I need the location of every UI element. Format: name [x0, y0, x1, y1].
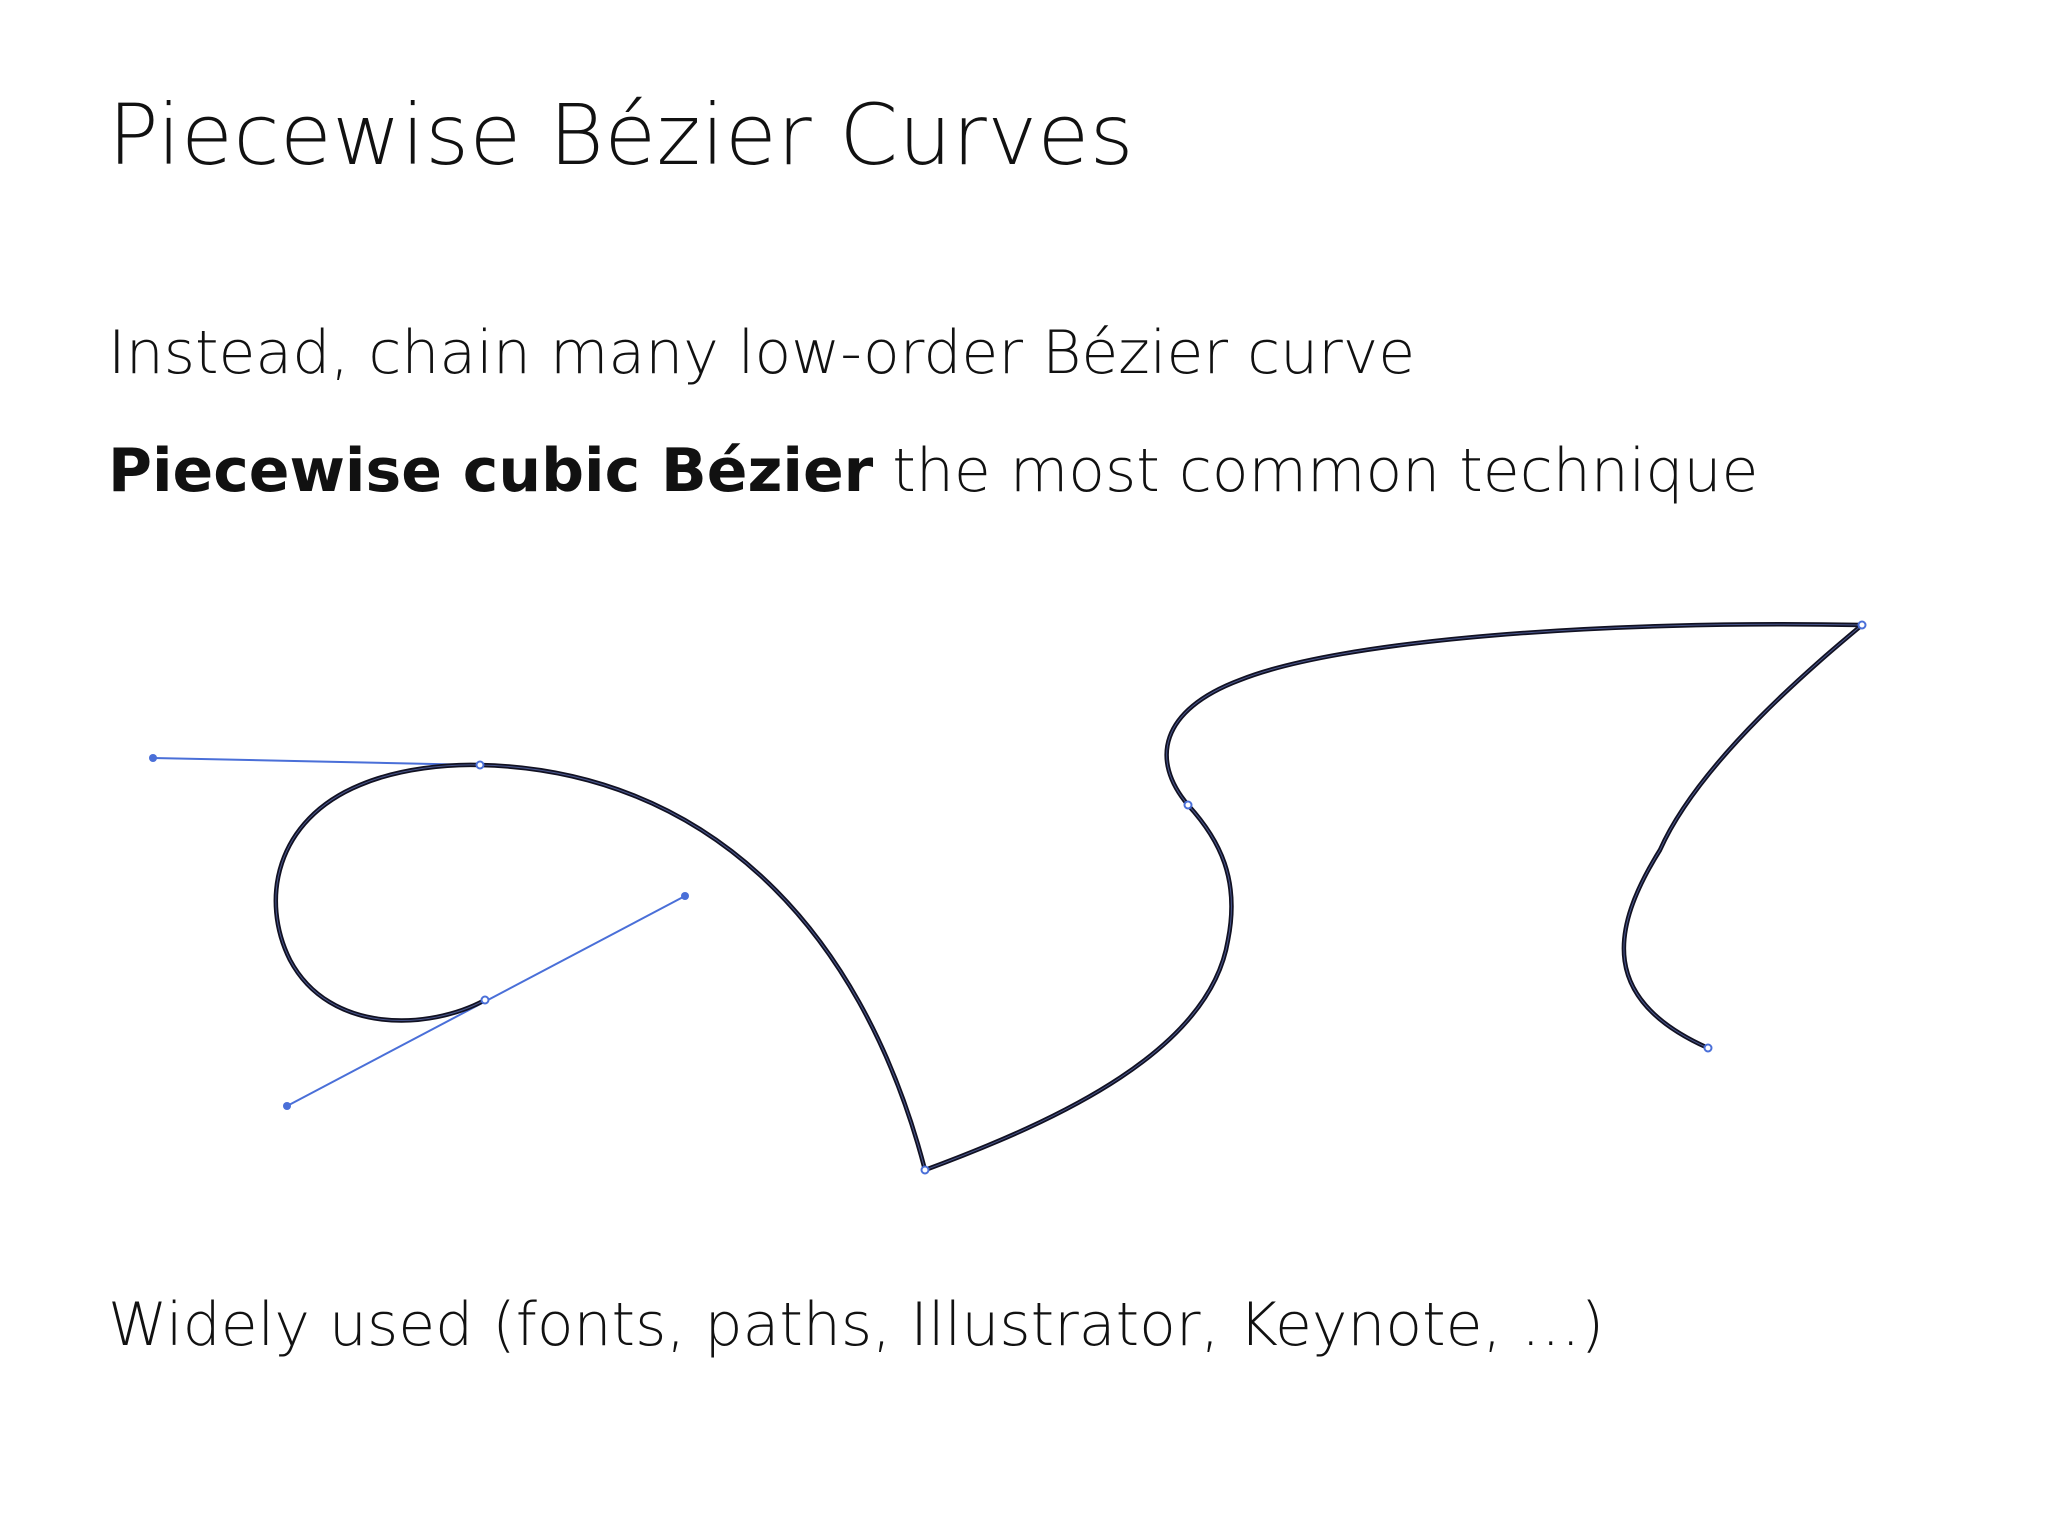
piecewise-curve-highlight — [275, 623, 1864, 1171]
bullet-chain-curves: Instead, chain many low-order Bézier cur… — [108, 318, 1416, 388]
bullet-piecewise-cubic-bold: Piecewise cubic Bézier — [108, 436, 874, 506]
anchor-points — [475, 620, 1867, 1175]
handle-point-lower — [283, 1102, 291, 1110]
slide-title: Piecewise Bézier Curves — [108, 86, 1134, 184]
anchor-point-cusp-top — [1857, 620, 1867, 630]
handle-point-upper — [681, 892, 689, 900]
piecewise-curve — [273, 622, 1865, 1173]
bullet-piecewise-cubic: Piecewise cubic Bézier the most common t… — [108, 436, 1758, 506]
bullet-piecewise-cubic-rest: the most common technique — [873, 436, 1759, 506]
bullet-widely-used: Widely used (fonts, paths, Illustrator, … — [108, 1290, 1605, 1360]
anchor-point-top-loop — [475, 760, 485, 770]
anchor-point-middle — [1183, 800, 1193, 810]
anchor-point-end — [1703, 1043, 1713, 1053]
control-handles — [149, 754, 689, 1110]
handle-line-top — [152, 757, 481, 766]
anchor-point-start — [480, 995, 490, 1005]
handle-point-left — [149, 754, 157, 762]
anchor-point-cusp-bottom — [920, 1165, 930, 1175]
